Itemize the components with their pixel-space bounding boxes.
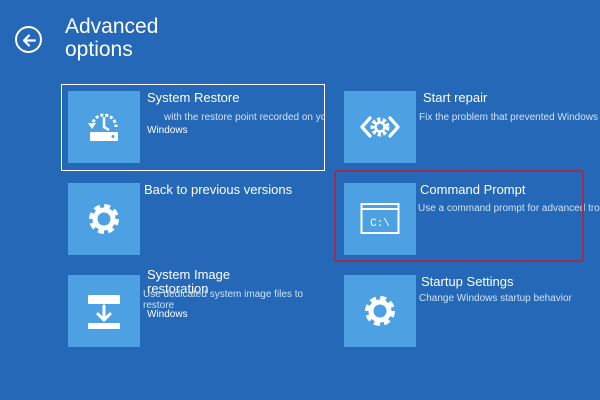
tile-icon-box — [68, 183, 140, 255]
tile-subtext: Windows — [147, 309, 188, 320]
tile-icon-box — [344, 91, 416, 163]
tile-startup-settings[interactable]: Startup Settings Change Windows startup … — [344, 275, 600, 347]
tile-title: System Image restoration — [147, 267, 231, 296]
tile-title: System Restore — [147, 90, 240, 105]
tile-title: Command Prompt — [420, 182, 526, 197]
tile-system-image-restoration[interactable]: System Image restoration Use dedicated s… — [68, 268, 324, 347]
system-restore-icon — [88, 113, 118, 141]
back-button[interactable] — [15, 26, 42, 53]
arrow-left-icon — [22, 34, 37, 47]
tile-description: Use dedicated system image files to rest… — [143, 289, 304, 311]
tile-description: Use a command prompt for advanced troubl… — [418, 203, 600, 214]
tile-subtext: Windows — [147, 125, 188, 136]
tile-description: with the restore point recorded on your … — [164, 112, 324, 123]
focus-ring — [61, 84, 325, 171]
tile-title: Startup Settings — [421, 274, 514, 289]
page-title: Advanced options — [65, 15, 159, 61]
code-brackets-gear-icon — [360, 116, 400, 138]
tile-icon-box — [68, 91, 140, 163]
tile-start-repair[interactable]: Start repair Fix the problem that preven… — [344, 91, 600, 163]
tile-icon-box — [344, 275, 416, 347]
prompt-glyph: C:\ — [370, 218, 390, 230]
gear-icon — [89, 204, 119, 234]
drive-restore-icon — [88, 295, 120, 329]
tile-icon-box: C:\ — [344, 183, 416, 255]
gear-icon — [365, 296, 395, 326]
tile-system-restore[interactable]: System Restore with the restore point re… — [68, 91, 324, 163]
highlight-box — [334, 170, 584, 262]
tile-description: Fix the problem that prevented Windows f… — [419, 112, 600, 123]
tile-icon-box — [68, 275, 140, 347]
tile-description: Change Windows startup behavior — [419, 293, 572, 304]
tile-title: Start repair — [423, 90, 488, 105]
tile-title: Back to previous versions — [144, 182, 293, 197]
tile-back-to-previous-versions[interactable]: Back to previous versions — [68, 183, 324, 255]
command-prompt-icon: C:\ — [360, 203, 400, 234]
tile-command-prompt[interactable]: C:\ Command Prompt Use a command prompt … — [344, 183, 600, 255]
